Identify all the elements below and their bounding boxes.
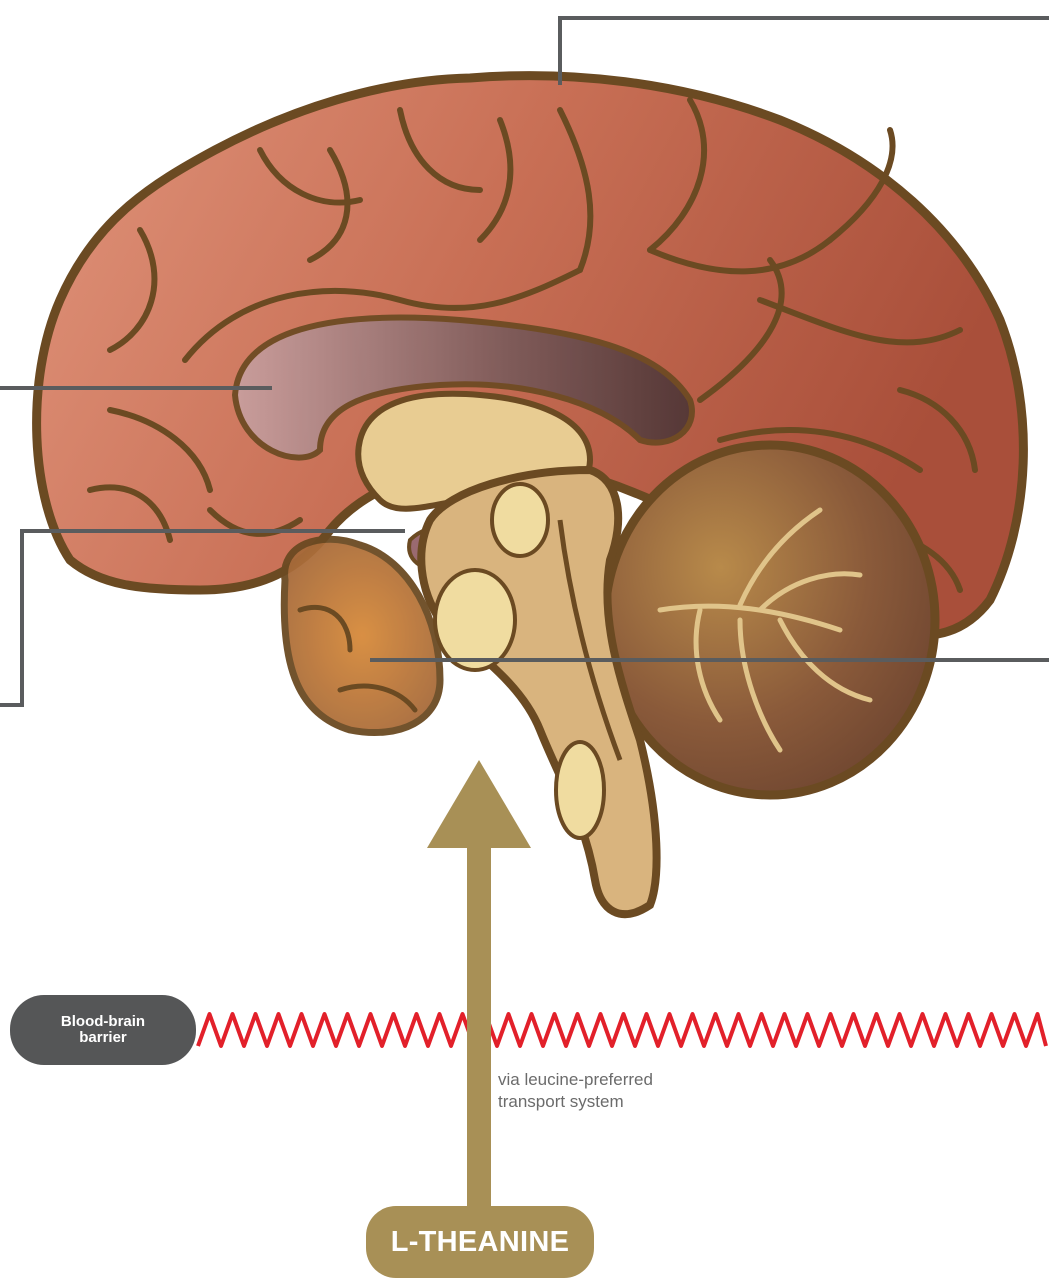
cerebellum <box>605 445 935 795</box>
transport-note: via leucine-preferred transport system <box>498 1069 758 1113</box>
blood-brain-barrier-label: Blood-brain barrier <box>10 995 196 1065</box>
leader-line-top <box>560 18 1049 85</box>
cerebellum-shape <box>605 445 935 795</box>
temporal-lobe <box>284 539 440 732</box>
l-theanine-label: L-THEANINE <box>366 1206 594 1278</box>
barrier-wave-line <box>198 1014 1046 1046</box>
up-arrow-icon <box>427 760 531 1210</box>
barrier-label-line1: Blood-brain <box>61 1014 145 1030</box>
transport-note-line2: transport system <box>498 1091 758 1113</box>
barrier-label-line2: barrier <box>61 1030 145 1046</box>
transport-note-line1: via leucine-preferred <box>498 1069 758 1091</box>
